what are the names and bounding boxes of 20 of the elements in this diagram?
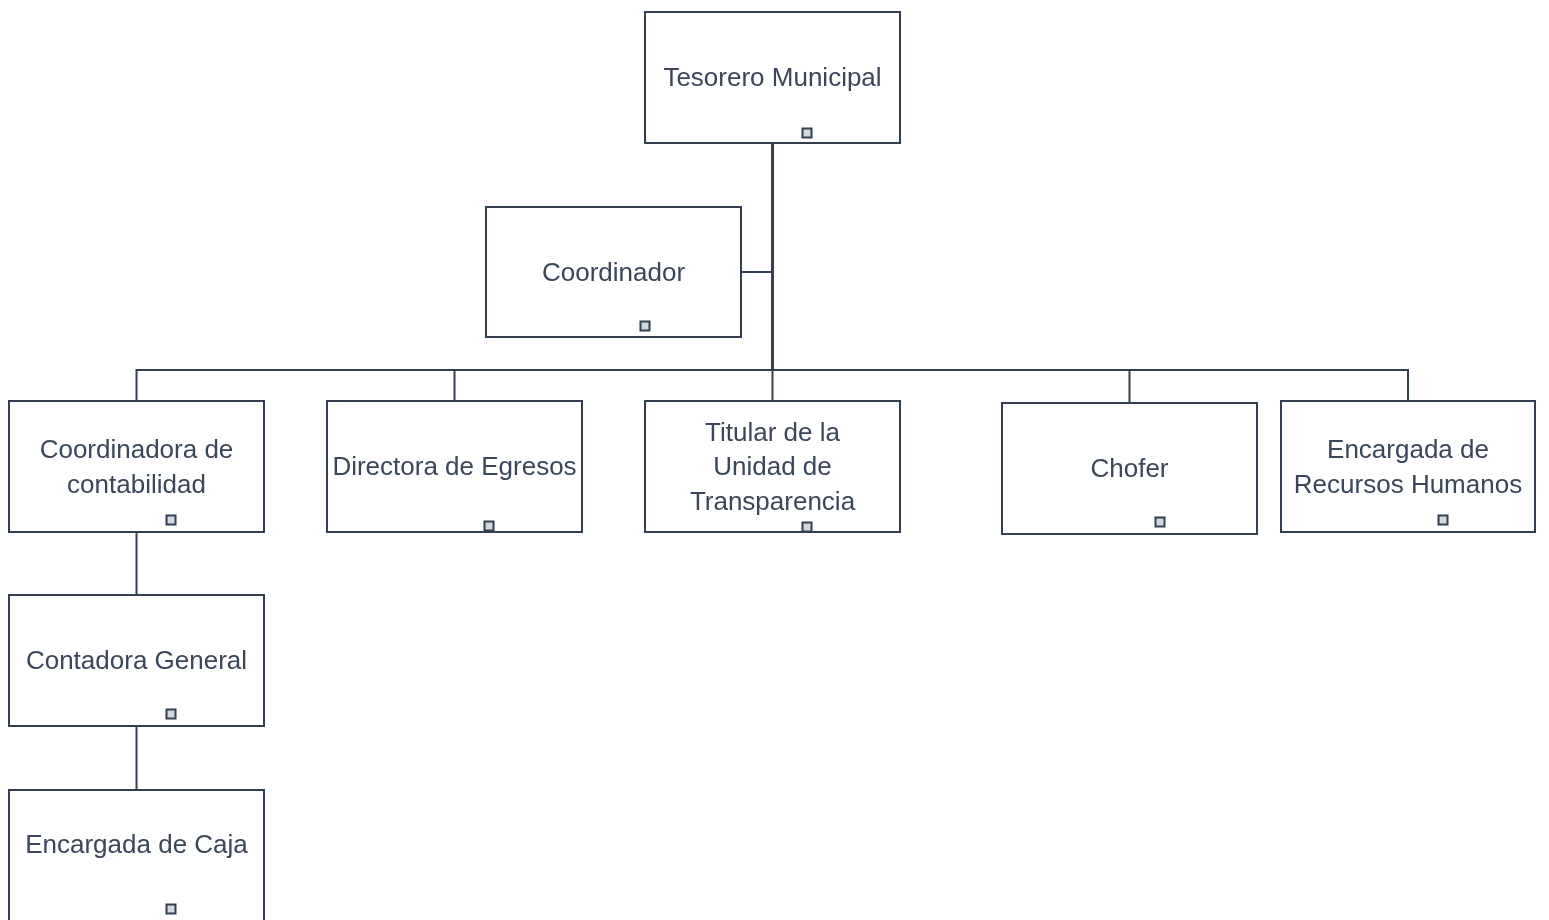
role-title: Titular de la Unidad de Transparencia bbox=[688, 416, 857, 518]
role-title: Chofer bbox=[1089, 452, 1170, 486]
role-title: Contadora General bbox=[24, 644, 249, 678]
role-box bbox=[644, 400, 901, 533]
role-box bbox=[8, 594, 265, 727]
role-title: Encargada de Recursos Humanos bbox=[1292, 433, 1524, 501]
role-title: Coordinador bbox=[540, 255, 687, 289]
role-box bbox=[1280, 400, 1536, 533]
connector-line bbox=[135, 532, 138, 595]
role-box bbox=[485, 206, 742, 338]
role-title: Directora de Egresos bbox=[331, 450, 578, 484]
connector-line bbox=[135, 726, 138, 790]
role-title: Encargada de Caja bbox=[24, 828, 249, 861]
role-box bbox=[8, 789, 265, 920]
role-box bbox=[1001, 402, 1258, 535]
role-box bbox=[8, 400, 265, 533]
role-title: Tesorero Municipal bbox=[662, 61, 883, 95]
role-box bbox=[326, 400, 583, 533]
role-box bbox=[644, 11, 901, 144]
role-title: Coordinadora de contabilidad bbox=[38, 433, 235, 501]
